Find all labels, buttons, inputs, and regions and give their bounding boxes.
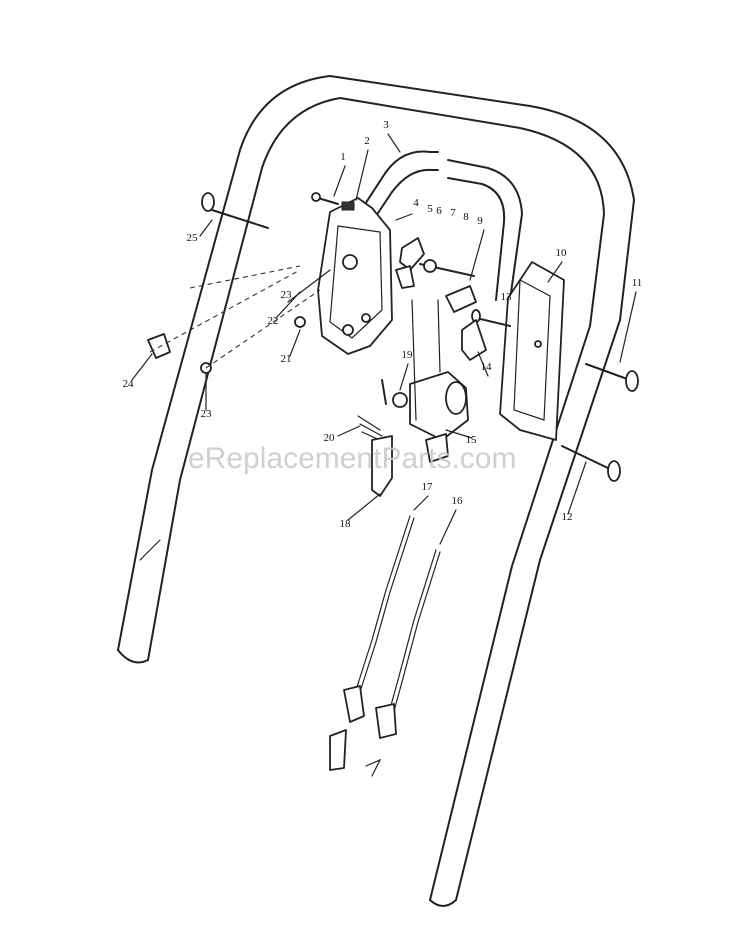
callout-21: 21 bbox=[281, 353, 292, 365]
callout-5: 5 bbox=[427, 203, 433, 215]
callout-20: 20 bbox=[324, 432, 336, 444]
bolts-right bbox=[561, 363, 639, 482]
bolts-left bbox=[201, 192, 339, 229]
callout-3: 3 bbox=[383, 119, 389, 131]
callout-1: 1 bbox=[340, 151, 346, 163]
callout-4: 4 bbox=[413, 197, 419, 209]
fastener-parts bbox=[147, 265, 321, 374]
callout-11: 11 bbox=[632, 277, 643, 289]
callout-12: 12 bbox=[562, 511, 573, 523]
cables bbox=[329, 515, 441, 777]
callout-7: 7 bbox=[450, 207, 456, 219]
callout-24: 24 bbox=[123, 378, 135, 390]
callout-14: 14 bbox=[481, 361, 493, 373]
callout-17: 17 bbox=[422, 481, 434, 493]
callout-6: 6 bbox=[436, 205, 442, 217]
callout-9: 9 bbox=[477, 215, 483, 227]
callout-8: 8 bbox=[463, 211, 469, 223]
callout-13: 13 bbox=[501, 291, 513, 303]
callout-10: 10 bbox=[556, 247, 568, 259]
callout-19: 19 bbox=[402, 349, 414, 361]
control-plate bbox=[499, 261, 565, 441]
callout-23a: 23 bbox=[281, 289, 293, 301]
callout-18: 18 bbox=[340, 518, 352, 530]
callout-15: 15 bbox=[466, 434, 478, 446]
control-housing bbox=[317, 197, 393, 355]
handle-tube bbox=[117, 75, 635, 907]
shaft-lever bbox=[461, 309, 511, 361]
lever-parts bbox=[395, 213, 477, 313]
callout-23b: 23 bbox=[201, 408, 213, 420]
callout-16: 16 bbox=[452, 495, 464, 507]
leader-lines bbox=[131, 133, 637, 545]
watermark: eReplacementParts.com bbox=[188, 442, 516, 475]
callout-25: 25 bbox=[187, 232, 199, 244]
callout-22: 22 bbox=[268, 315, 279, 327]
callout-2: 2 bbox=[364, 135, 370, 147]
bail-handle bbox=[329, 150, 523, 301]
bracket-assembly bbox=[357, 299, 469, 497]
